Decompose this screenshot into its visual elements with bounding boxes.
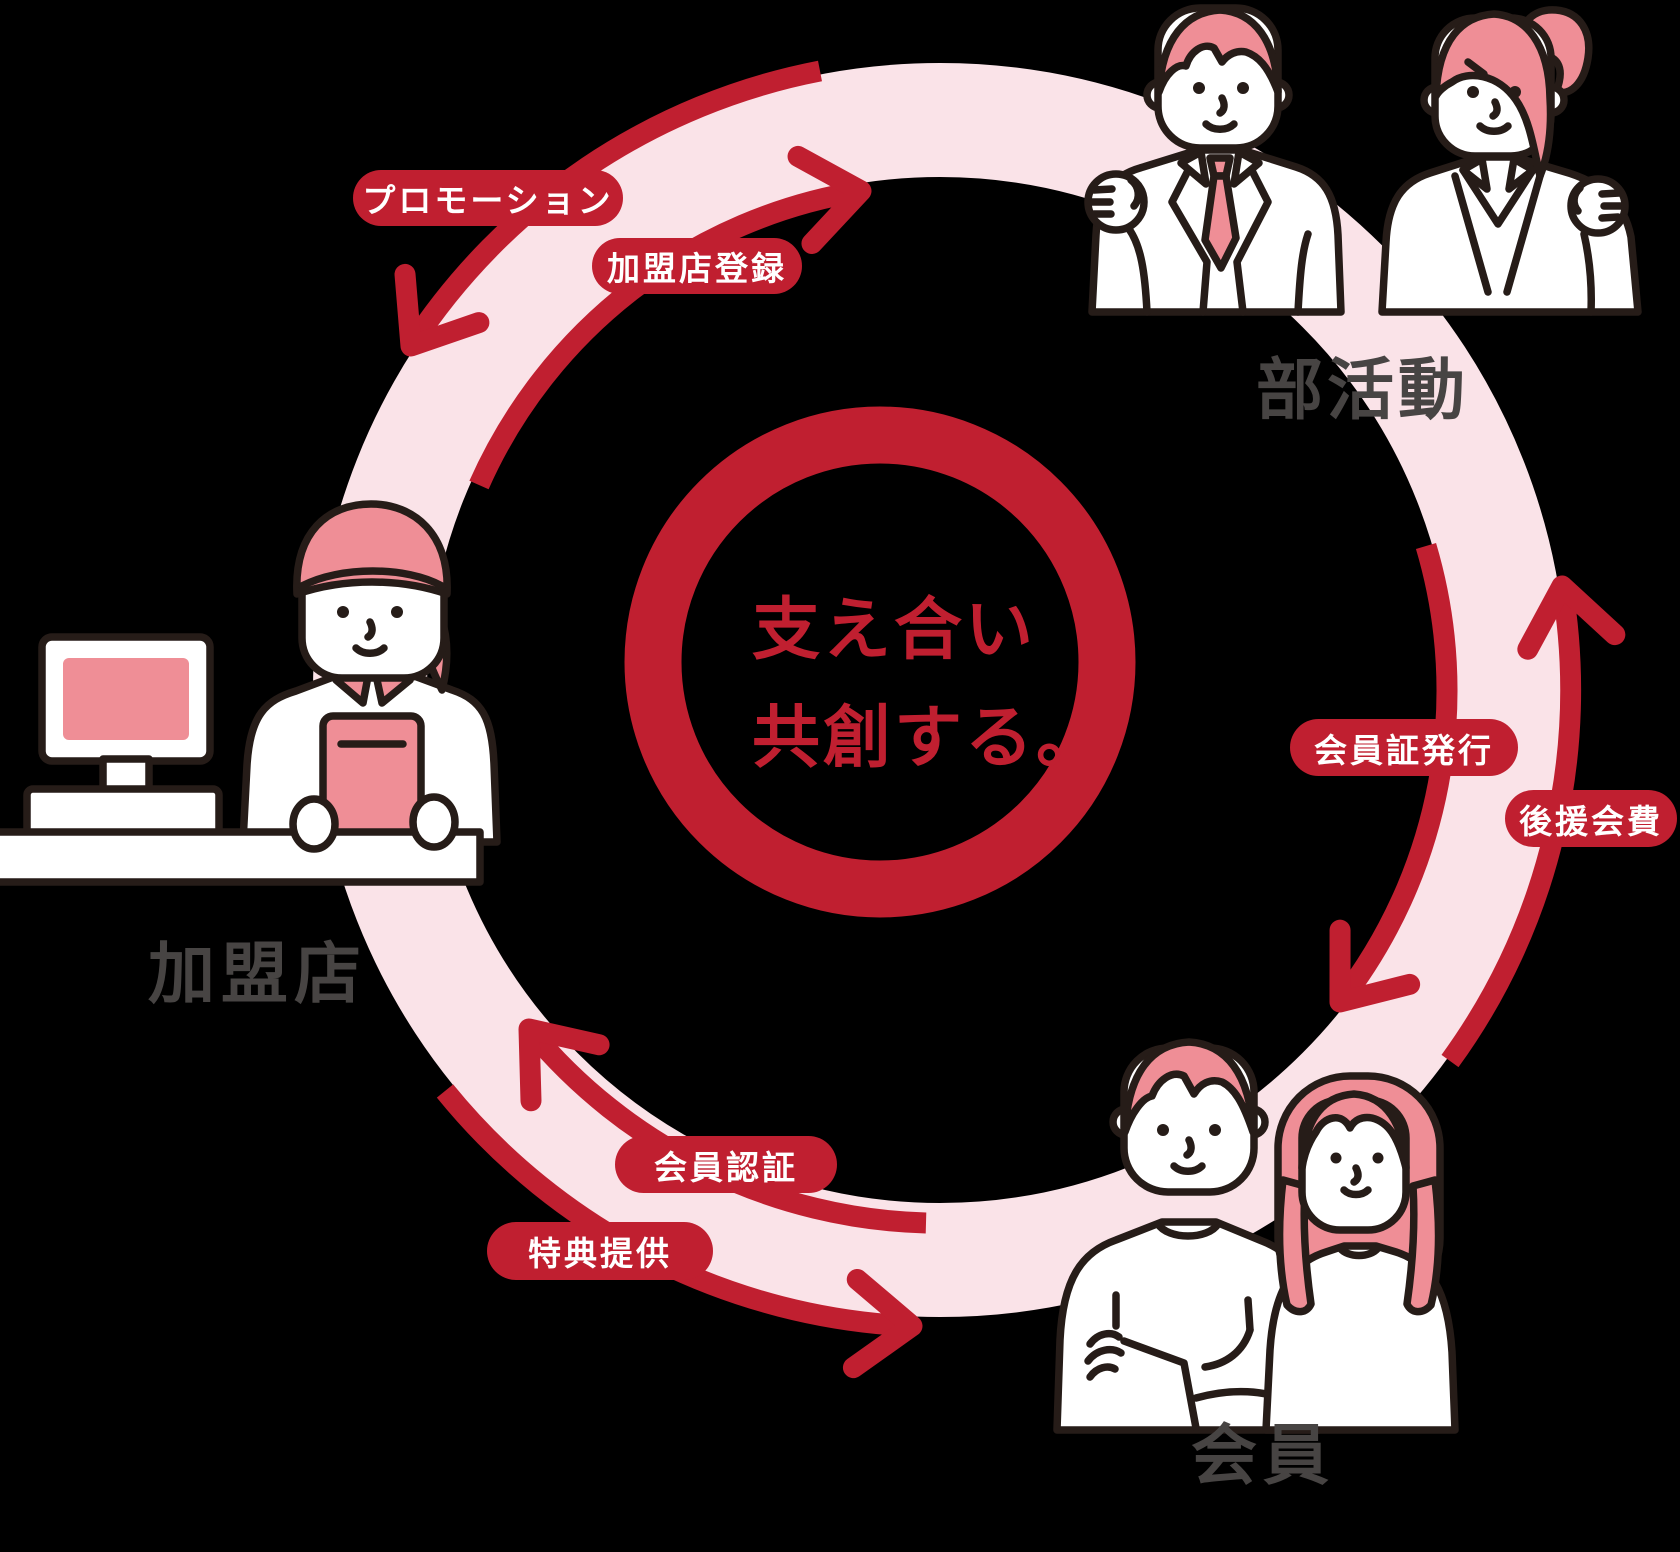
eye: [1330, 1152, 1342, 1164]
hair-fringe: [1298, 1090, 1410, 1172]
neckline: [1154, 1220, 1222, 1240]
center-slogan-line1: 支え合い: [752, 592, 1037, 668]
hair-lock: [1275, 1176, 1315, 1316]
finger-line: [1598, 213, 1622, 222]
figure-member-female: [1262, 1072, 1459, 1434]
eye: [1372, 1152, 1384, 1164]
arrow-card-issuance: [1329, 543, 1458, 1013]
hand: [409, 793, 459, 851]
eye: [1237, 82, 1249, 94]
flow-pill-benefit-offer: 特典提供: [487, 1222, 713, 1280]
thumb-line: [1570, 184, 1584, 215]
nose: [1350, 1164, 1362, 1186]
register-screen: [63, 658, 189, 740]
node-label-club: 部活動: [1256, 353, 1469, 428]
lapel-line: [1233, 149, 1272, 316]
figure-store-clerk: [0, 500, 501, 886]
nose: [1489, 98, 1501, 120]
shirt-collar: [1230, 148, 1263, 188]
node-label-member: 会員: [1191, 1418, 1335, 1492]
finger-line: [1598, 189, 1623, 198]
hairpin: [1464, 58, 1488, 78]
arm-line: [1125, 225, 1151, 316]
eye: [1509, 86, 1521, 98]
arm-line: [1244, 1296, 1254, 1334]
eye: [1193, 82, 1205, 94]
flow-pill-support-fee: 後援会費: [1505, 790, 1677, 847]
cap-brim-line: [298, 567, 446, 590]
finger-line: [1084, 1345, 1125, 1365]
eye: [1157, 1124, 1169, 1136]
arm-line: [1580, 230, 1595, 316]
flow-pill-member-auth: 会員認証: [615, 1136, 837, 1193]
shirt-collar: [1459, 155, 1491, 193]
tie: [1201, 172, 1240, 272]
finger-line: [1086, 1329, 1123, 1348]
hair: [1432, 10, 1555, 180]
finger-line: [1090, 185, 1116, 194]
nose: [1183, 1136, 1195, 1159]
nose: [364, 618, 376, 641]
center-slogan: 支え合い 共創する。: [752, 576, 1107, 792]
shirt-collar: [1505, 155, 1537, 193]
mouth: [1170, 1162, 1206, 1175]
thumb-line: [1127, 176, 1142, 210]
finger-line: [1086, 1363, 1119, 1381]
eye: [1209, 1124, 1221, 1136]
lapel-line: [1451, 172, 1492, 296]
crossed-arm-line: [1201, 1326, 1254, 1371]
center-slogan-line2: 共創する。: [752, 700, 1108, 776]
eye: [1467, 86, 1479, 98]
hand: [289, 795, 339, 853]
nose: [1216, 94, 1228, 117]
figure-member-male: [1053, 1038, 1323, 1434]
lapel-line: [1168, 149, 1211, 316]
node-label-store: 加盟店: [148, 937, 367, 1012]
flow-pill-promotion: プロモーション: [353, 170, 623, 226]
mouth: [352, 644, 388, 657]
mouth: [1202, 120, 1238, 133]
center-ring: [624, 406, 1136, 918]
counter: [0, 828, 484, 886]
mouth: [1476, 122, 1512, 135]
eye: [391, 606, 403, 618]
hair: [1155, 6, 1282, 96]
mouth: [1340, 1186, 1372, 1199]
lapel-line: [1503, 172, 1544, 296]
arm-line: [1294, 230, 1312, 316]
neckline: [1336, 1244, 1382, 1260]
crossed-arm-line: [1120, 1337, 1200, 1432]
flow-pill-store-registration: 加盟店登録: [592, 238, 802, 294]
eye: [337, 606, 349, 618]
arrow-promotion: [394, 60, 822, 357]
v-neck-line: [1459, 166, 1537, 228]
shirt-collar: [1177, 148, 1210, 188]
hair-lock: [1403, 1176, 1443, 1316]
figure-club-male: [1084, 4, 1345, 316]
flow-pill-card-issuance: 会員証発行: [1290, 719, 1518, 776]
figure-club-female: [1378, 6, 1642, 316]
hair: [1121, 1038, 1257, 1136]
